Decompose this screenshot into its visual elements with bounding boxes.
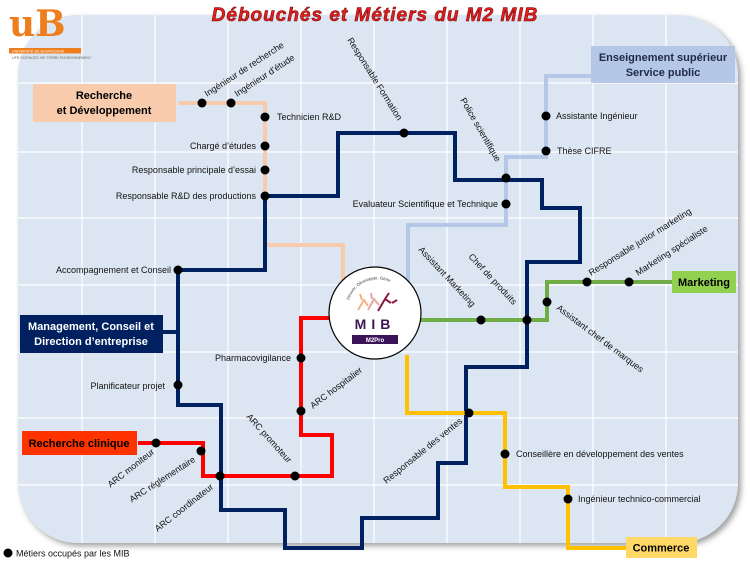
sector-marketing-label: Marketing	[678, 277, 730, 289]
stations	[151, 98, 634, 504]
station-arc-hospitalier[interactable]	[296, 406, 306, 416]
line-management	[162, 131, 582, 550]
label-technicien-rd: Technicien R&D	[277, 112, 342, 122]
sector-rd[interactable]: Recherche et Développement	[33, 84, 176, 122]
station-charge-etudes[interactable]	[260, 141, 270, 151]
label-assistante-ing: Assistante Ingénieur	[556, 111, 638, 121]
sector-teaching[interactable]: Enseignement supérieur Service public	[591, 46, 735, 83]
station-ing-technico[interactable]	[563, 494, 573, 504]
station-marketing-specialiste[interactable]	[624, 277, 634, 287]
station-evaluateur[interactable]	[501, 199, 511, 209]
university-logo: uB UNIVERSITÉ DE BOURGOGNE UFR SCIENCES …	[9, 3, 92, 60]
station-resp-essai[interactable]	[260, 165, 270, 175]
station-ing-etude[interactable]	[226, 98, 236, 108]
station-police[interactable]	[501, 173, 511, 183]
label-accompagnement: Accompagnement et Conseil	[56, 265, 171, 275]
station-resp-rd-prod[interactable]	[260, 191, 270, 201]
line-commerce	[405, 355, 626, 550]
sector-management-label-1: Management, Conseil et	[28, 321, 154, 333]
sector-management-label-2: Direction d’entreprise	[34, 336, 148, 348]
legend-label: Métiers occupés par les MIB	[16, 549, 130, 559]
station-resp-formation[interactable]	[399, 128, 409, 138]
mib-logo-name: MIB	[355, 316, 396, 332]
label-these-cifre: Thèse CIFRE	[557, 146, 612, 156]
station-conseillere-ventes[interactable]	[500, 449, 510, 459]
sector-teaching-label-1: Enseignement supérieur	[599, 52, 728, 64]
label-resp-essai: Responsable principale d’essai	[132, 165, 256, 175]
station-pharmacovigilance[interactable]	[296, 353, 306, 363]
label-resp-rd-prod: Responsable R&D des productions	[116, 191, 257, 201]
label-pharmacovigilance: Pharmacovigilance	[215, 353, 291, 363]
legend-dot-icon	[3, 548, 13, 558]
label-charge-etudes: Chargé d’études	[190, 141, 257, 151]
line-teaching	[406, 74, 592, 285]
label-evaluateur: Evaluateur Scientifique et Technique	[353, 199, 498, 209]
mib-logo-badge: M2Pro	[366, 338, 385, 344]
station-planificateur[interactable]	[173, 380, 183, 390]
station-arc-promoteur[interactable]	[290, 471, 300, 481]
sector-commerce[interactable]: Commerce	[626, 537, 697, 558]
label-ing-technico: Ingénieur technico-commercial	[578, 494, 701, 504]
university-logo-faculty: UFR SCIENCES VIE TERRE ENVIRONNEMENT	[12, 56, 92, 60]
sector-clinical-label: Recherche clinique	[29, 438, 130, 450]
sector-teaching-label-2: Service public	[626, 67, 701, 79]
mib-logo: Innover, Développer, Gérer MIB M2Pro	[328, 266, 422, 360]
sector-clinical[interactable]: Recherche clinique	[22, 431, 137, 455]
station-technicien-rd[interactable]	[260, 112, 270, 122]
legend: Métiers occupés par les MIB	[3, 548, 130, 559]
station-assistant-chef-marques[interactable]	[542, 297, 552, 307]
station-arc-coordinateur[interactable]	[215, 471, 225, 481]
station-ing-recherche[interactable]	[197, 98, 207, 108]
page-title: Débouchés et Métiers du M2 MIB	[212, 5, 539, 26]
label-planificateur: Planificateur projet	[90, 381, 165, 391]
sector-management[interactable]: Management, Conseil et Direction d’entre…	[20, 315, 163, 353]
university-logo-mark: uB	[9, 3, 66, 45]
label-conseillere-ventes: Conseillère en développement des ventes	[516, 449, 684, 459]
station-resp-ventes[interactable]	[464, 408, 474, 418]
sector-rd-label-2: et Développement	[57, 105, 152, 117]
station-these-cifre[interactable]	[541, 146, 551, 156]
runners-icon	[357, 292, 398, 312]
university-logo-name: UNIVERSITÉ DE BOURGOGNE	[12, 49, 65, 54]
sector-marketing[interactable]: Marketing	[672, 271, 736, 293]
station-accompagnement[interactable]	[173, 265, 183, 275]
station-arc-moniteur[interactable]	[151, 438, 161, 448]
station-assistante-ing[interactable]	[541, 111, 551, 121]
station-assistant-marketing[interactable]	[476, 315, 486, 325]
sector-rd-label-1: Recherche	[76, 90, 132, 102]
station-resp-junior-marketing[interactable]	[582, 277, 592, 287]
station-arc-reglementaire[interactable]	[196, 446, 206, 456]
station-chef-produits[interactable]	[522, 315, 532, 325]
sector-commerce-label: Commerce	[633, 543, 690, 555]
